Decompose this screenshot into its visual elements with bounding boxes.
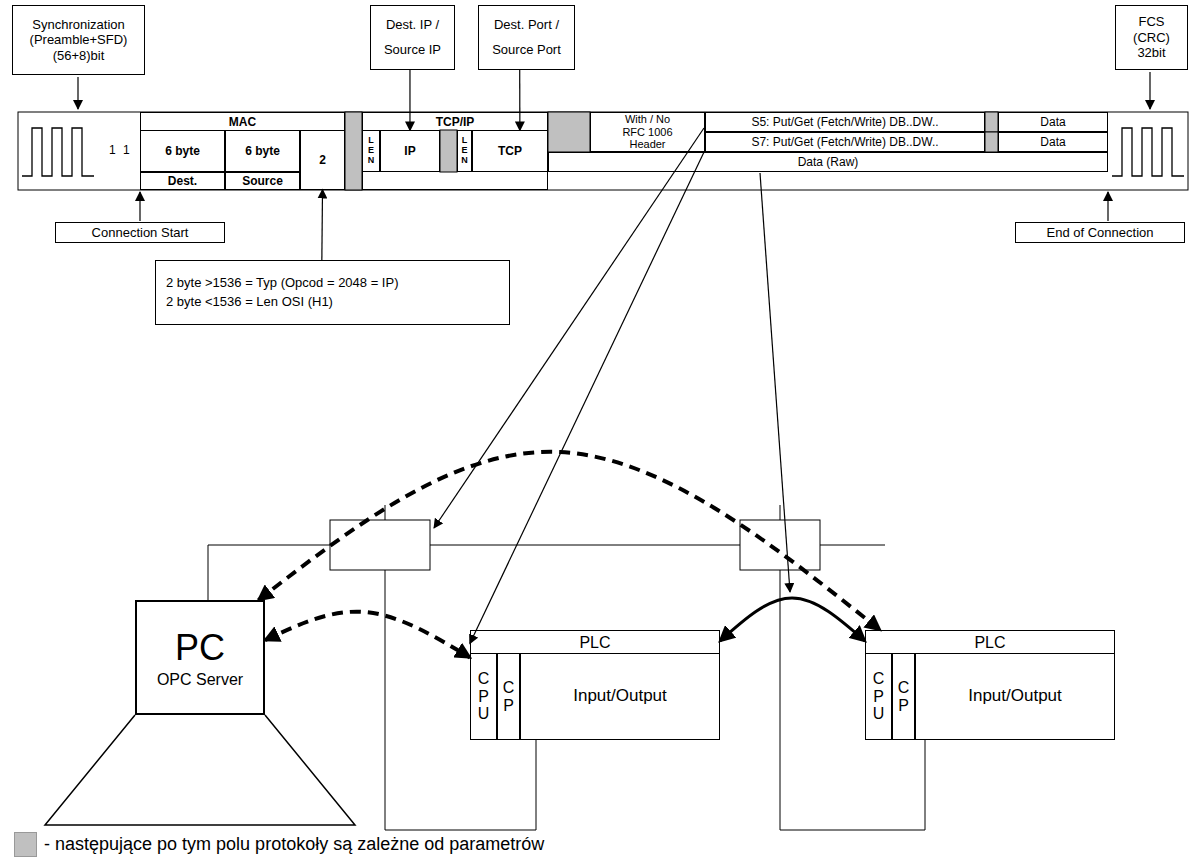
frame-field: Data (Raw) xyxy=(548,152,1108,172)
plc-module: CPU xyxy=(470,653,497,740)
node-text: CP xyxy=(501,679,517,714)
preamble-wave xyxy=(22,128,94,176)
callout-box: Dest. Port / Source Port xyxy=(478,5,575,70)
dashed-link xyxy=(265,612,470,658)
plc-module: CP xyxy=(892,653,915,740)
dashed-link xyxy=(259,452,881,630)
connector-arrow xyxy=(720,598,865,641)
node-text: Dest. IP / Source IP xyxy=(377,13,448,62)
frame-field: Dest. xyxy=(140,172,225,190)
callout-box: Dest. IP / Source IP xyxy=(370,5,455,70)
pc-box: PCOPC Server xyxy=(135,600,265,715)
leader-arrow xyxy=(1107,192,1108,221)
frame-outline xyxy=(18,112,1188,190)
frame-field: S7: Put/Get (Fetch/Write) DB..DW.. xyxy=(705,132,985,152)
leader-arrow xyxy=(1149,72,1150,109)
plc-box: PLC CPU CP Input/Output xyxy=(470,630,720,740)
node-text: End of Connection xyxy=(1047,225,1154,241)
network-switch xyxy=(740,520,820,570)
node-text: CPU xyxy=(871,670,887,723)
network-switch xyxy=(330,520,430,570)
frame-field: LEN xyxy=(457,130,472,172)
leader-arrow xyxy=(434,128,704,528)
legend-swatch xyxy=(14,832,37,857)
frame-field: 6 byte xyxy=(140,130,225,172)
frame-field: TCP/IP LEN IP LEN TCP xyxy=(362,112,548,190)
node-text: MAC xyxy=(229,115,256,129)
node-text: PLC xyxy=(579,633,610,652)
node-text: Input/Output xyxy=(573,686,667,706)
node-text: LEN xyxy=(367,136,376,166)
plc-module: CP xyxy=(497,653,520,740)
node-text: CP xyxy=(896,679,912,714)
node-text: 6 byte xyxy=(245,144,280,158)
node-text: 2 byte <1536 = Len OSI (H1) xyxy=(166,293,333,311)
node-text: PC xyxy=(175,626,225,669)
plc-module: Input/Output xyxy=(520,653,720,740)
node-text: Input/Output xyxy=(968,686,1062,706)
gray-separator xyxy=(345,112,362,190)
node-text: Synchronization (Preamble+SFD) (56+8)bit xyxy=(19,17,138,64)
frame-bit-label: 1 xyxy=(109,143,116,157)
callout-box: Connection Start xyxy=(55,222,225,243)
frame-field: Source xyxy=(225,172,300,190)
plc-module: CPU xyxy=(865,653,892,740)
node-text: Data (Raw) xyxy=(798,155,859,169)
connector-arrow xyxy=(519,70,520,130)
gray-separator xyxy=(985,112,998,132)
frame-field: Data xyxy=(998,132,1108,152)
node-text: IP xyxy=(404,144,415,158)
frame-field: TCP xyxy=(472,130,548,172)
frame-field: LEN xyxy=(362,130,380,172)
leader-arrow xyxy=(760,173,790,592)
connector-arrow xyxy=(409,70,410,130)
node-text: Dest. Port / Source Port xyxy=(485,13,568,62)
node-text: Dest. xyxy=(168,174,197,188)
connector-arrow xyxy=(470,150,705,643)
node-text: TCP xyxy=(498,144,522,158)
callout-box: Synchronization (Preamble+SFD) (56+8)bit xyxy=(12,5,145,75)
frame-field: Data xyxy=(998,112,1108,132)
node-text: LEN xyxy=(460,136,469,166)
frame-field: MAC 6 byte 6 byte 2Dest. Source xyxy=(140,112,345,190)
legend-row: - następujące po tym polu protokoły są z… xyxy=(14,832,544,857)
callout-box: End of Connection xyxy=(1015,222,1185,243)
frame-field: 2 xyxy=(300,130,345,190)
node-text: OPC Server xyxy=(157,670,243,689)
frame-field: IP xyxy=(380,130,440,172)
plc-module: Input/Output xyxy=(915,653,1115,740)
fcs-wave xyxy=(1112,128,1184,176)
callout-box: 2 byte >1536 = Typ (Opcod = 2048 = IP)2 … xyxy=(155,260,510,325)
gray-separator xyxy=(548,112,590,152)
gray-separator xyxy=(440,130,457,172)
node-text: Data xyxy=(1040,135,1065,149)
pc-keyboard xyxy=(45,715,355,825)
frame-field: With / No RFC 1006 Header xyxy=(590,112,705,152)
legend-text: - następujące po tym polu protokoły są z… xyxy=(44,834,544,855)
network-cable xyxy=(208,505,925,830)
node-text: 2 xyxy=(319,153,326,167)
node-text: S5: Put/Get (Fetch/Write) DB..DW.. xyxy=(751,115,938,129)
node-text: S7: Put/Get (Fetch/Write) DB..DW.. xyxy=(751,135,938,149)
node-text: PLC xyxy=(974,633,1005,652)
leader-arrow xyxy=(77,77,78,109)
frame-field: 6 byte xyxy=(225,130,300,172)
node-text: CPU xyxy=(476,670,492,723)
callout-box: FCS (CRC) 32bit xyxy=(1115,5,1188,70)
node-text: With / No RFC 1006 Header xyxy=(615,113,680,151)
frame-field: S5: Put/Get (Fetch/Write) DB..DW.. xyxy=(705,112,985,132)
node-text: 6 byte xyxy=(165,144,200,158)
node-text: Connection Start xyxy=(92,225,189,241)
node-text: Source xyxy=(242,174,283,188)
node-text: TCP/IP xyxy=(436,115,475,129)
node-text: FCS (CRC) 32bit xyxy=(1122,14,1181,61)
node-text: 2 byte >1536 = Typ (Opcod = 2048 = IP) xyxy=(166,274,398,292)
leader-arrow xyxy=(139,192,140,221)
plc-box: PLC CPU CP Input/Output xyxy=(865,630,1115,740)
connector-arrow xyxy=(321,190,323,260)
gray-separator xyxy=(985,132,998,152)
frame-bit-label: 1 xyxy=(123,143,130,157)
node-text: Data xyxy=(1040,115,1065,129)
